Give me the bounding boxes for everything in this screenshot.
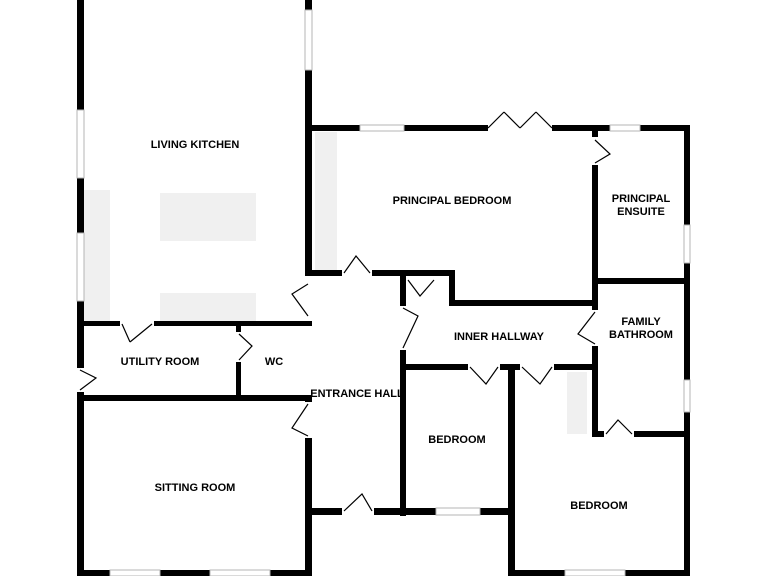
doorway — [342, 269, 372, 277]
doors — [79, 111, 633, 512]
door — [343, 255, 371, 274]
wall — [684, 125, 690, 576]
label-family-bathroom-line2: BATHROOM — [609, 329, 673, 341]
label-bedroom-small: BEDROOM — [428, 434, 485, 446]
doorway — [406, 276, 436, 280]
door — [521, 366, 553, 385]
wall — [77, 570, 312, 576]
door — [291, 283, 309, 317]
wall — [592, 431, 690, 437]
window — [609, 124, 641, 132]
kitchen-worktop-bottom — [160, 293, 256, 325]
door — [343, 493, 373, 512]
doorway — [304, 402, 313, 438]
label-utility-room: UTILITY ROOM — [121, 356, 200, 368]
window — [304, 9, 313, 71]
windows — [76, 9, 691, 576]
wall — [77, 321, 312, 326]
wall — [449, 300, 596, 306]
doorway — [304, 282, 313, 318]
wall — [508, 364, 515, 576]
label-principal-ensuite-line2: ENSUITE — [617, 206, 665, 218]
window — [564, 569, 626, 576]
door — [487, 111, 553, 129]
wall — [592, 278, 690, 284]
door — [79, 369, 98, 391]
wall — [400, 270, 406, 516]
doorway — [235, 332, 242, 362]
wall — [305, 0, 312, 276]
doorway — [76, 368, 85, 392]
door — [291, 403, 309, 437]
kitchen-worktop-left — [84, 190, 110, 325]
label-sitting-room: SITTING ROOM — [155, 482, 236, 494]
door — [605, 419, 633, 435]
doorway — [342, 507, 374, 516]
wall — [305, 270, 455, 276]
label-bedroom-large: BEDROOM — [570, 500, 627, 512]
window — [109, 569, 161, 576]
label-inner-hallway: INNER HALLWAY — [454, 331, 545, 343]
doorway — [120, 320, 154, 327]
door — [577, 311, 596, 345]
wall — [305, 395, 312, 576]
wall — [305, 508, 515, 515]
openings — [76, 124, 634, 516]
window — [683, 379, 691, 413]
door — [121, 323, 153, 343]
door — [407, 279, 435, 297]
doorway — [591, 137, 599, 165]
doorway — [399, 306, 407, 350]
door — [469, 366, 499, 385]
doorway — [520, 363, 554, 371]
principal-bedroom-wardrobe — [315, 132, 337, 270]
label-principal-ensuite-line1: PRINCIPAL — [612, 193, 671, 205]
wall — [449, 270, 455, 306]
fixtures — [84, 132, 587, 434]
label-family-bathroom-line1: FAMILY — [621, 316, 661, 328]
door — [594, 139, 611, 164]
doorway — [604, 430, 634, 438]
label-entrance-hall: ENTRANCE HALL — [310, 388, 404, 400]
window — [683, 224, 691, 264]
bedroom-wardrobe — [567, 372, 587, 434]
wall — [77, 395, 312, 401]
room-labels: LIVING KITCHEN PRINCIPAL BEDROOM PRINCIP… — [121, 139, 673, 512]
window — [359, 124, 405, 132]
door — [238, 333, 253, 361]
door — [402, 307, 419, 349]
window — [435, 507, 481, 516]
window — [209, 569, 271, 576]
doorway — [468, 363, 500, 371]
window — [76, 109, 85, 179]
label-principal-bedroom: PRINCIPAL BEDROOM — [393, 195, 512, 207]
label-living-kitchen: LIVING KITCHEN — [151, 139, 240, 151]
kitchen-island — [160, 193, 256, 241]
window — [76, 232, 85, 302]
doorway — [591, 310, 599, 346]
label-wc: WC — [265, 356, 283, 368]
